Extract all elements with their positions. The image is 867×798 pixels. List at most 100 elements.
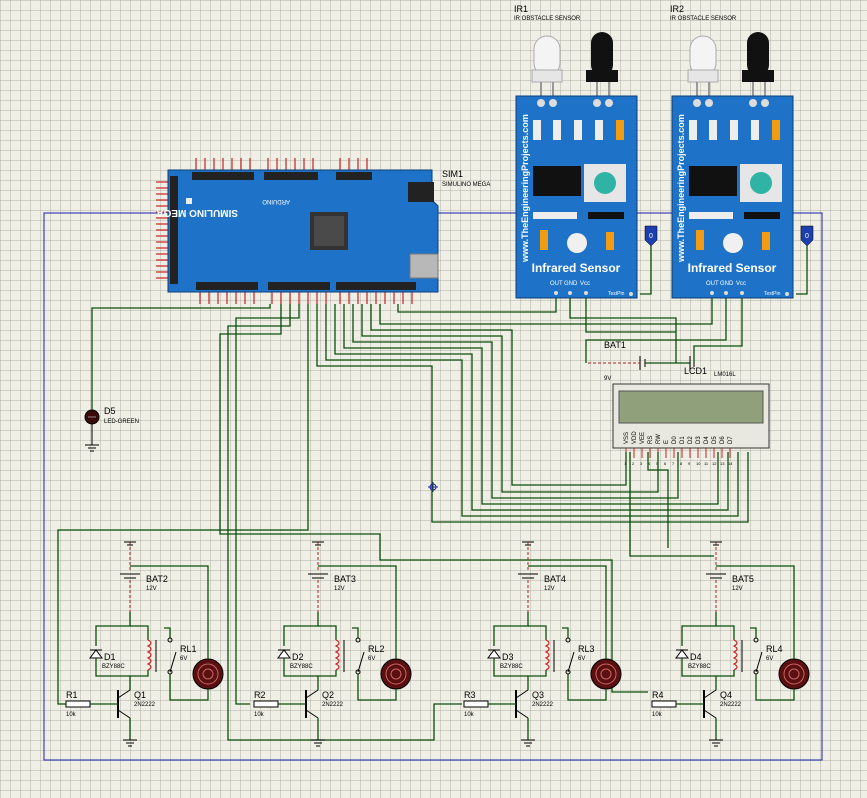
- relay-label: RL4: [766, 644, 783, 654]
- battery-value: 12V: [544, 586, 555, 592]
- transistor-label: Q2: [322, 690, 334, 700]
- diode-value: BZY88C: [290, 664, 313, 670]
- logic-probe-1[interactable]: 0: [644, 225, 658, 247]
- ir1-ref: IR1: [514, 4, 528, 14]
- lcd-pin-number: 14: [728, 461, 733, 466]
- transistor-label: Q4: [720, 690, 732, 700]
- transistor-value: 2N2222: [322, 702, 344, 708]
- transistor-value: 2N2222: [720, 702, 742, 708]
- resistor-value: 10k: [464, 712, 475, 718]
- d5-ref: D5: [104, 406, 116, 416]
- ir1-testpin: TestPin: [608, 291, 625, 297]
- lcd-pin-label: D1: [680, 436, 686, 444]
- resistor-label: R2: [254, 690, 266, 700]
- relay-label: RL1: [180, 644, 197, 654]
- lcd-pin-number: 2: [632, 461, 635, 466]
- logic-probe-2[interactable]: 0: [800, 225, 814, 247]
- relay-label: RL2: [368, 644, 385, 654]
- diode-value: BZY88C: [102, 664, 125, 670]
- lcd-lm016l[interactable]: VSS1VDD2VEE3RS4RW5E6D07D18D29D310D411D51…: [612, 383, 770, 466]
- diode-value: BZY88C: [688, 664, 711, 670]
- ir1-pin-vcc: Vcc: [580, 281, 590, 287]
- ir2-value: IR OBSTACLE SENSOR: [670, 16, 737, 22]
- lcd-pin-number: 4: [648, 461, 651, 466]
- lcd-pin-label: D0: [672, 436, 678, 444]
- battery-value: 12V: [334, 586, 345, 592]
- lcd-pin-number: 6: [664, 461, 667, 466]
- ir2-website: www.TheEngineeringProjects.com: [676, 114, 686, 263]
- sim1-ref: SIM1: [442, 169, 463, 179]
- lcd-pin-label: VSS: [624, 432, 630, 444]
- lcd-pin-label: D3: [696, 436, 702, 444]
- lcd1-value: LM016L: [714, 372, 736, 378]
- ir2-pin-out: OUT: [706, 281, 719, 287]
- lcd-pin-number: 8: [680, 461, 683, 466]
- lcd-pin-label: RW: [656, 434, 662, 444]
- battery-value: 12V: [732, 586, 743, 592]
- resistor-label: R3: [464, 690, 476, 700]
- battery-label: BAT4: [544, 574, 566, 584]
- bat1-value: 9V: [604, 376, 611, 382]
- ir2-pin-gnd: GND: [720, 281, 734, 287]
- relay-value: 6V: [578, 656, 585, 662]
- resistor-value: 10k: [652, 712, 663, 718]
- led-d5[interactable]: [84, 409, 100, 452]
- ir1-value: IR OBSTACLE SENSOR: [514, 16, 581, 22]
- battery-label: BAT3: [334, 574, 356, 584]
- lcd-pin-label: VDD: [632, 431, 638, 444]
- sim1-value: SIMULINO MEGA: [442, 182, 490, 188]
- transistor-value: 2N2222: [532, 702, 554, 708]
- resistor-value: 10k: [66, 712, 77, 718]
- lcd-pin-number: 7: [672, 461, 675, 466]
- lcd-pin-number: 3: [640, 461, 643, 466]
- relay-value: 6V: [368, 656, 375, 662]
- transistor-label: Q3: [532, 690, 544, 700]
- lcd-pin-label: VEE: [640, 432, 646, 444]
- resistor-label: R1: [66, 690, 78, 700]
- lcd-pin-label: D7: [728, 436, 734, 444]
- ir1-pin-out: OUT: [550, 281, 563, 287]
- lcd-pin-label: D2: [688, 436, 694, 444]
- lcd-pin-label: D5: [712, 436, 718, 444]
- svg-text:0: 0: [805, 233, 809, 240]
- lcd-pin-number: 10: [696, 461, 701, 466]
- d5-value: LED-GREEN: [104, 419, 139, 425]
- battery-label: BAT5: [732, 574, 754, 584]
- ir-sensor-1[interactable]: www.TheEngineeringProjects.com Infrared …: [515, 32, 638, 299]
- battery-value: 12V: [146, 586, 157, 592]
- ir2-testpin: TestPin: [764, 291, 781, 297]
- diode-label: D1: [104, 652, 116, 662]
- lcd-pin-number: 11: [704, 461, 709, 466]
- transistor-value: 2N2222: [134, 702, 156, 708]
- ir2-label: Infrared Sensor: [688, 261, 777, 275]
- ir-sensor-2[interactable]: www.TheEngineeringProjects.com Infrared …: [671, 32, 794, 299]
- board-brand: ARDUINO: [262, 198, 290, 204]
- lcd1-ref: LCD1: [684, 366, 707, 376]
- battery-label: BAT2: [146, 574, 168, 584]
- lcd-pin-label: E: [664, 440, 670, 444]
- lcd-pin-number: 12: [712, 461, 717, 466]
- ir1-label: Infrared Sensor: [532, 261, 621, 275]
- ir2-ref: IR2: [670, 4, 684, 14]
- diode-label: D3: [502, 652, 514, 662]
- board-title: SIMULINO MEGA: [156, 207, 238, 218]
- battery-bat1[interactable]: [588, 356, 695, 370]
- relay-value: 6V: [180, 656, 187, 662]
- origin-marker: [428, 482, 438, 492]
- resistor-label: R4: [652, 690, 664, 700]
- lcd-pin-label: D6: [720, 436, 726, 444]
- svg-text:0: 0: [649, 233, 653, 240]
- simulino-mega-board[interactable]: SIMULINO MEGA ARDUINO: [156, 158, 439, 304]
- diode-label: D2: [292, 652, 304, 662]
- lcd-pin-label: RS: [648, 436, 654, 444]
- lcd-pin-number: 13: [720, 461, 725, 466]
- resistor-value: 10k: [254, 712, 265, 718]
- ir1-website: www.TheEngineeringProjects.com: [520, 114, 530, 263]
- ir1-pin-gnd: GND: [564, 281, 578, 287]
